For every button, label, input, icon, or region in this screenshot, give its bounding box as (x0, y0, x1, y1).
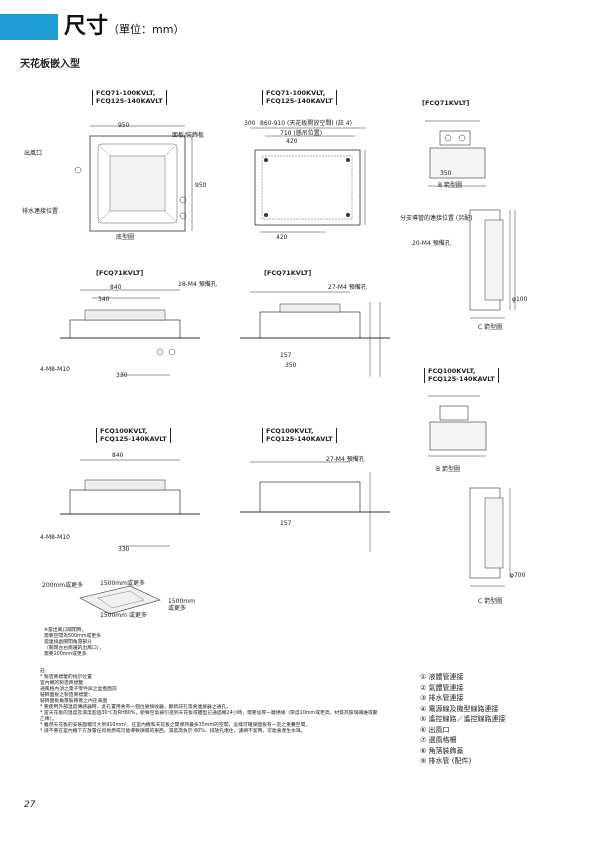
dim-950: 950 (118, 122, 130, 129)
view-c-label: C 箭型圖 (478, 324, 503, 331)
notes-block: 註： * 製造商標籤的指示位置 室內機的製造商標籤 通風格內須之電子零件與之盒蓋… (40, 669, 380, 735)
dim-350: 350 (285, 362, 297, 369)
label-drain-c: 分支導管的連接位置 (另配) (400, 215, 473, 222)
clearance-1500b: 1500mm 或更多 (168, 598, 195, 612)
legend-item: ⑤ 遙控線路／遙控線路連接 (420, 715, 506, 723)
legend-item: ③ 排水管連接 (420, 694, 464, 702)
dim-860: 860-910 (天花板開放空間) (註 4) (260, 120, 352, 127)
legend-item: ④ 電源線及機型線路連接 (420, 704, 499, 713)
label-bottom-view: 底型圖 (116, 234, 135, 241)
drawing-side-71 (60, 289, 200, 376)
dim-420-b: 420 (276, 234, 288, 241)
page-title: 尺寸（單位：mm） (64, 14, 184, 43)
dim-300: 300 (244, 120, 256, 127)
dim-157-100: 157 (280, 520, 292, 527)
view-b-label-100: B 箭型圖 (436, 466, 461, 473)
legend-item: ⑨ 排水管 (配件) (420, 757, 472, 765)
dim-710: 710 (懸吊位置) (280, 130, 323, 137)
clearance-1500a: 1500mm或更多 (100, 580, 145, 587)
model-label-6: FCQ100KVLT, FCQ125-140KAVLT (424, 367, 499, 383)
legend-item: ⑧ 角落裝飾蓋 (420, 746, 464, 755)
clearance-200: 200mm或更多 (42, 582, 84, 589)
legend-item: ⑦ 選風格柵 (420, 736, 457, 744)
label-27m4: 27-M4 預備孔 (328, 284, 367, 291)
label-outlet: 出風口 (24, 150, 43, 157)
drawing-bottom-view (74, 125, 193, 232)
title-text: 尺寸 (64, 14, 109, 39)
view-c-label-100: C 箭型圖 (478, 598, 503, 605)
legend-item: ⑥ 出風口 (420, 725, 450, 734)
dim-330: 330 (116, 372, 128, 379)
dim-840-100: 840 (112, 452, 124, 459)
page-number: 27 (24, 800, 36, 810)
label-18m4: 18-M4 預備孔 (178, 281, 217, 288)
dim-340: 340 (98, 296, 110, 303)
header-accent-bar (0, 14, 58, 40)
dim-700: φ700 (510, 572, 526, 579)
model-label-4: [FCQ71KVLT] (96, 269, 144, 277)
model-label-1: FCQ71-100KVLT, FCQ125-140KAVLT (92, 89, 167, 105)
dim-100-c: φ100 (512, 296, 528, 303)
label-27m4-100: 27-M4 預備孔 (326, 456, 365, 463)
model-label-8: FCQ100KVLT, FCQ125-140KAVLT (262, 427, 337, 443)
clearance-1000: 1500mm 或更多 (100, 612, 147, 619)
model-label-3: [FCQ71KVLT] (422, 99, 470, 107)
model-label-5: [FCQ71KVLT] (264, 269, 312, 277)
label-20m4: 20-M4 預備孔 (412, 240, 451, 247)
label-grille: 面板/裝飾板 (172, 132, 205, 139)
dim-950-v: 950 (195, 182, 207, 189)
label-4m8-100: 4-M8-M10 (40, 534, 70, 541)
drawing-clearance (79, 585, 161, 615)
drawing-view-b-71 (425, 120, 486, 187)
dim-330-100: 330 (118, 546, 130, 553)
dim-157: 157 (280, 352, 292, 359)
label-4m8: 4-M8-M10 (40, 366, 70, 373)
section-subtitle: 天花板嵌入型 (20, 59, 80, 70)
drawing-view-b-100 (428, 395, 487, 457)
notes-header: 註： (40, 669, 50, 674)
drawing-top-view (250, 127, 366, 233)
drawing-side-100-b (240, 461, 390, 552)
dim-420: 420 (286, 138, 298, 145)
legend-item: ② 氣體管連接 (420, 683, 464, 692)
drawing-view-c-100 (469, 487, 511, 587)
legend-list: ① 液體管連接 ② 氣體管連接 ③ 排水管連接 ④ 電源線及機型線路連接 ⑤ 遙… (420, 672, 506, 767)
label-drain: 排水連接位置 (22, 208, 59, 215)
model-label-7: FCQ100KVLT, FCQ125-140KAVLT (96, 427, 171, 443)
title-unit: （單位：mm） (108, 23, 185, 36)
dim-350-b: 350 (440, 170, 452, 177)
model-label-2: FCQ71-100KVLT, FCQ125-140KAVLT (262, 89, 337, 105)
view-b-label: B 箭型圖 (438, 182, 463, 189)
legend-item: ① 液體管連接 (420, 673, 464, 681)
drawing-side-71-b (240, 291, 390, 377)
clearance-note: ※當出風口關閉時， 需要空間為500mm或更多 當連接處關閉角落部分 （關閉左右… (44, 628, 104, 657)
drawing-view-c-71 (469, 209, 516, 319)
dim-840: 840 (110, 284, 122, 291)
drawing-side-100 (60, 459, 200, 547)
